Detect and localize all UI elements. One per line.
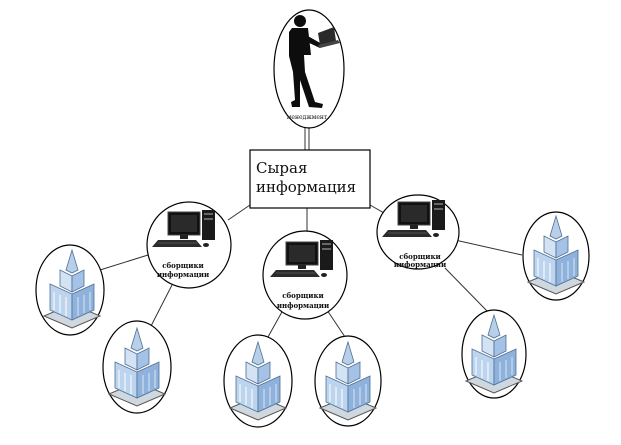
source-building-e [522,211,590,301]
line-collector-left-to-building-a [99,254,149,271]
line-collector-right-to-building-f [444,267,489,313]
source-building-f [461,309,527,399]
collector-center-line1: сборщики [282,291,324,300]
source-building-a [35,244,105,336]
manager-label: менеджмент [287,114,328,121]
line-box-to-collector-left [227,204,251,221]
line-collector-center-to-building-d [326,309,346,338]
collector-right-line1: сборщики [399,252,441,261]
collector-node-center: сборщики информации [262,230,348,320]
connector-lines [99,204,523,338]
collector-node-left: сборщики информации [146,201,232,289]
source-building-b [102,320,172,414]
line-collector-right-to-building-e [454,239,523,256]
raw-information-box: Сырая информация [249,149,371,209]
collector-center-line2: информации [277,301,329,310]
manager-node: менеджмент [273,9,345,129]
collector-left-line2: информации [157,270,209,279]
source-building-d [314,335,382,427]
raw-box-line1: Сырая [256,159,307,177]
line-collector-left-to-building-b [149,284,173,329]
businessman-with-laptop-icon [289,15,340,108]
collector-left-line1: сборщики [162,261,204,270]
source-building-c [223,334,293,428]
collector-right-line2: информации [394,260,446,269]
line-collector-center-to-building-c [267,309,284,338]
raw-box-line2: информация [256,178,356,196]
collector-node-right: сборщики информации [376,194,460,270]
